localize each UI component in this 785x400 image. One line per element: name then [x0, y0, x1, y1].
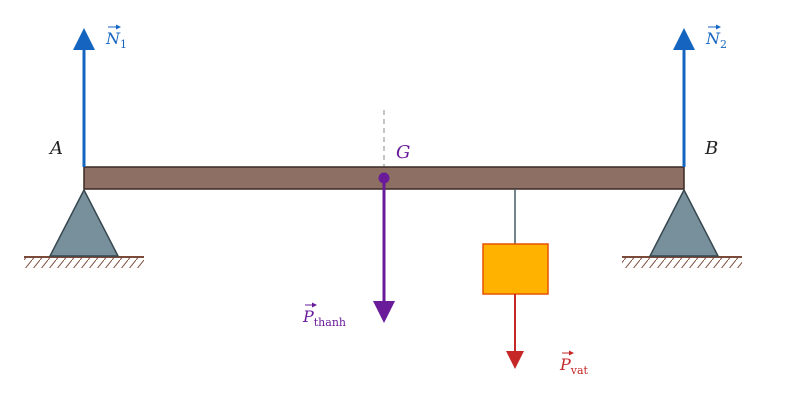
label-p-object: Pvat: [559, 350, 589, 377]
label-p-beam: Pthanh: [302, 302, 346, 329]
label-n1: N1: [105, 24, 127, 51]
ground-right: [622, 256, 742, 268]
label-b: B: [704, 138, 718, 159]
label-g: G: [396, 142, 410, 163]
hanging-object: [482, 243, 549, 295]
force-n1-arrow: [73, 28, 95, 167]
support-b: [648, 188, 720, 257]
ground-left: [24, 256, 144, 268]
svg-text:Pvat: Pvat: [559, 355, 589, 377]
force-p-object-arrow: [506, 294, 524, 369]
force-n2-arrow: [673, 28, 695, 167]
support-a: [48, 188, 120, 257]
svg-text:Pthanh: Pthanh: [302, 307, 346, 329]
center-of-gravity-dot: [378, 172, 390, 184]
svg-text:N2: N2: [705, 29, 727, 51]
label-n2: N2: [705, 24, 727, 51]
svg-text:N1: N1: [105, 29, 127, 51]
force-p-beam-arrow: [373, 178, 395, 323]
label-a: A: [48, 138, 63, 159]
